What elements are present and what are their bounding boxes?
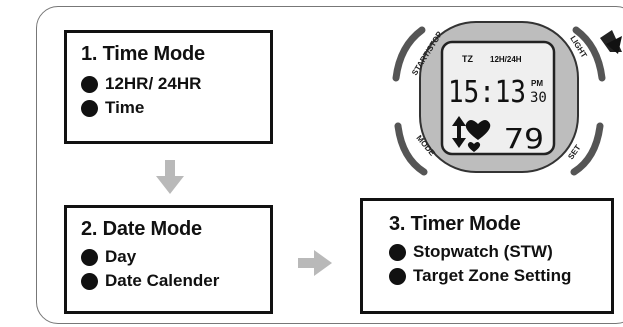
hour-format-indicator: 12H/24H [490, 55, 522, 64]
bullet-icon [81, 75, 98, 93]
time-mode-box: 1. Time Mode 12HR/ 24HR Time [64, 30, 273, 144]
bullet-icon [389, 243, 406, 261]
date-mode-box: 2. Date Mode Day Date Calender [64, 205, 273, 314]
heart-rate-digits: 79 [504, 122, 544, 155]
time-digits: 15:13 [448, 75, 526, 110]
date-mode-title: 2. Date Mode [81, 218, 202, 240]
bullet-icon [81, 99, 98, 117]
ampm-indicator: PM [531, 79, 543, 88]
time-mode-item-label: Time [105, 98, 145, 117]
speaker-icon [606, 36, 622, 54]
set-button[interactable] [570, 122, 604, 176]
timer-mode-item: Target Zone Setting [389, 266, 611, 286]
mode-button[interactable] [394, 122, 428, 176]
time-mode-item: Time [81, 98, 270, 118]
timer-mode-item-label: Stopwatch (STW) [413, 242, 553, 261]
timer-mode-title: 3. Timer Mode [389, 213, 521, 235]
seconds-digits: 30 [530, 90, 547, 106]
start-stop-button[interactable] [392, 26, 426, 82]
time-mode-item: 12HR/ 24HR [81, 74, 270, 94]
bullet-icon [81, 248, 98, 266]
date-mode-item: Day [81, 247, 270, 267]
bullet-icon [81, 272, 98, 290]
timer-mode-item: Stopwatch (STW) [389, 242, 611, 262]
watch-illustration: START/STOP LIGHT MODE SET TZ 12H/24H 15:… [392, 21, 622, 176]
time-mode-item-label: 12HR/ 24HR [105, 74, 202, 93]
date-mode-item: Date Calender [81, 271, 270, 291]
right-arrow-icon [298, 250, 332, 276]
timer-mode-item-label: Target Zone Setting [413, 266, 572, 285]
tz-indicator: TZ [462, 54, 473, 64]
bullet-icon [389, 267, 406, 285]
up-down-arrows-icon [452, 116, 466, 148]
heart-icon [465, 120, 491, 152]
down-arrow-icon [156, 160, 184, 194]
timer-mode-box: 3. Timer Mode Stopwatch (STW) Target Zon… [360, 198, 614, 314]
date-mode-item-label: Day [105, 247, 137, 266]
time-mode-title: 1. Time Mode [81, 43, 205, 65]
light-button[interactable] [572, 26, 606, 82]
date-mode-item-label: Date Calender [105, 271, 220, 290]
